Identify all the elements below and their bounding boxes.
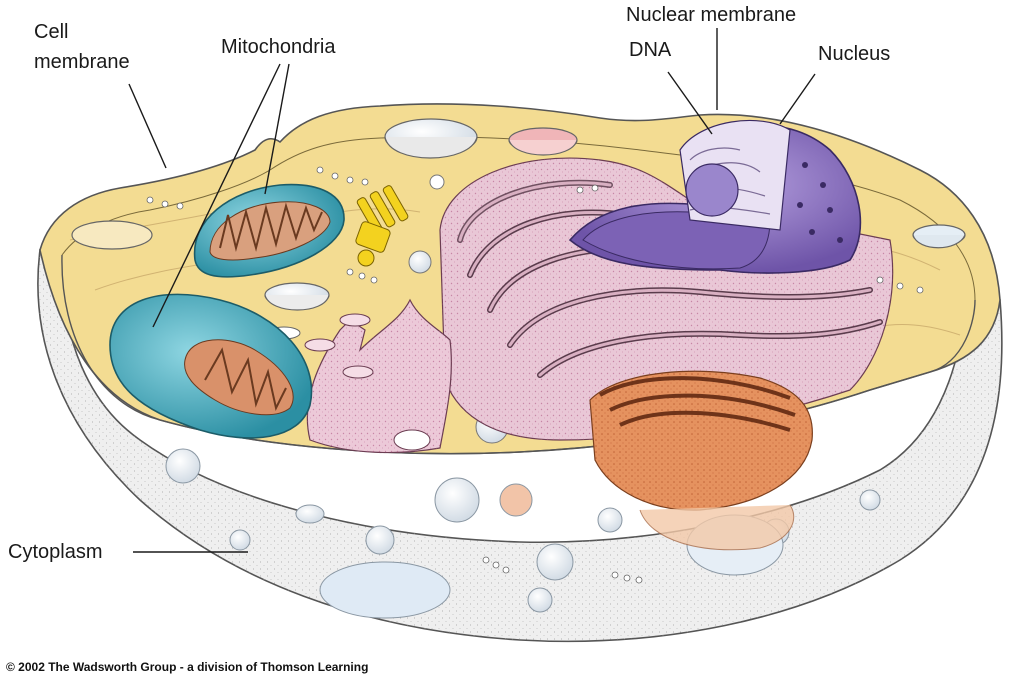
label-cell-membrane-line2: membrane	[34, 50, 130, 74]
leader-cell-membrane	[129, 84, 166, 168]
leader-nucleus	[780, 74, 815, 124]
label-mitochondria: Mitochondria	[221, 35, 336, 59]
golgi-apparatus	[590, 371, 812, 549]
label-cell-membrane-line1: Cell	[34, 20, 68, 44]
label-nuclear-membrane: Nuclear membrane	[626, 3, 796, 27]
label-nucleus: Nucleus	[818, 42, 890, 66]
label-cytoplasm: Cytoplasm	[8, 540, 102, 564]
label-dna: DNA	[629, 38, 671, 62]
copyright-notice: © 2002 The Wadsworth Group - a division …	[6, 660, 368, 674]
